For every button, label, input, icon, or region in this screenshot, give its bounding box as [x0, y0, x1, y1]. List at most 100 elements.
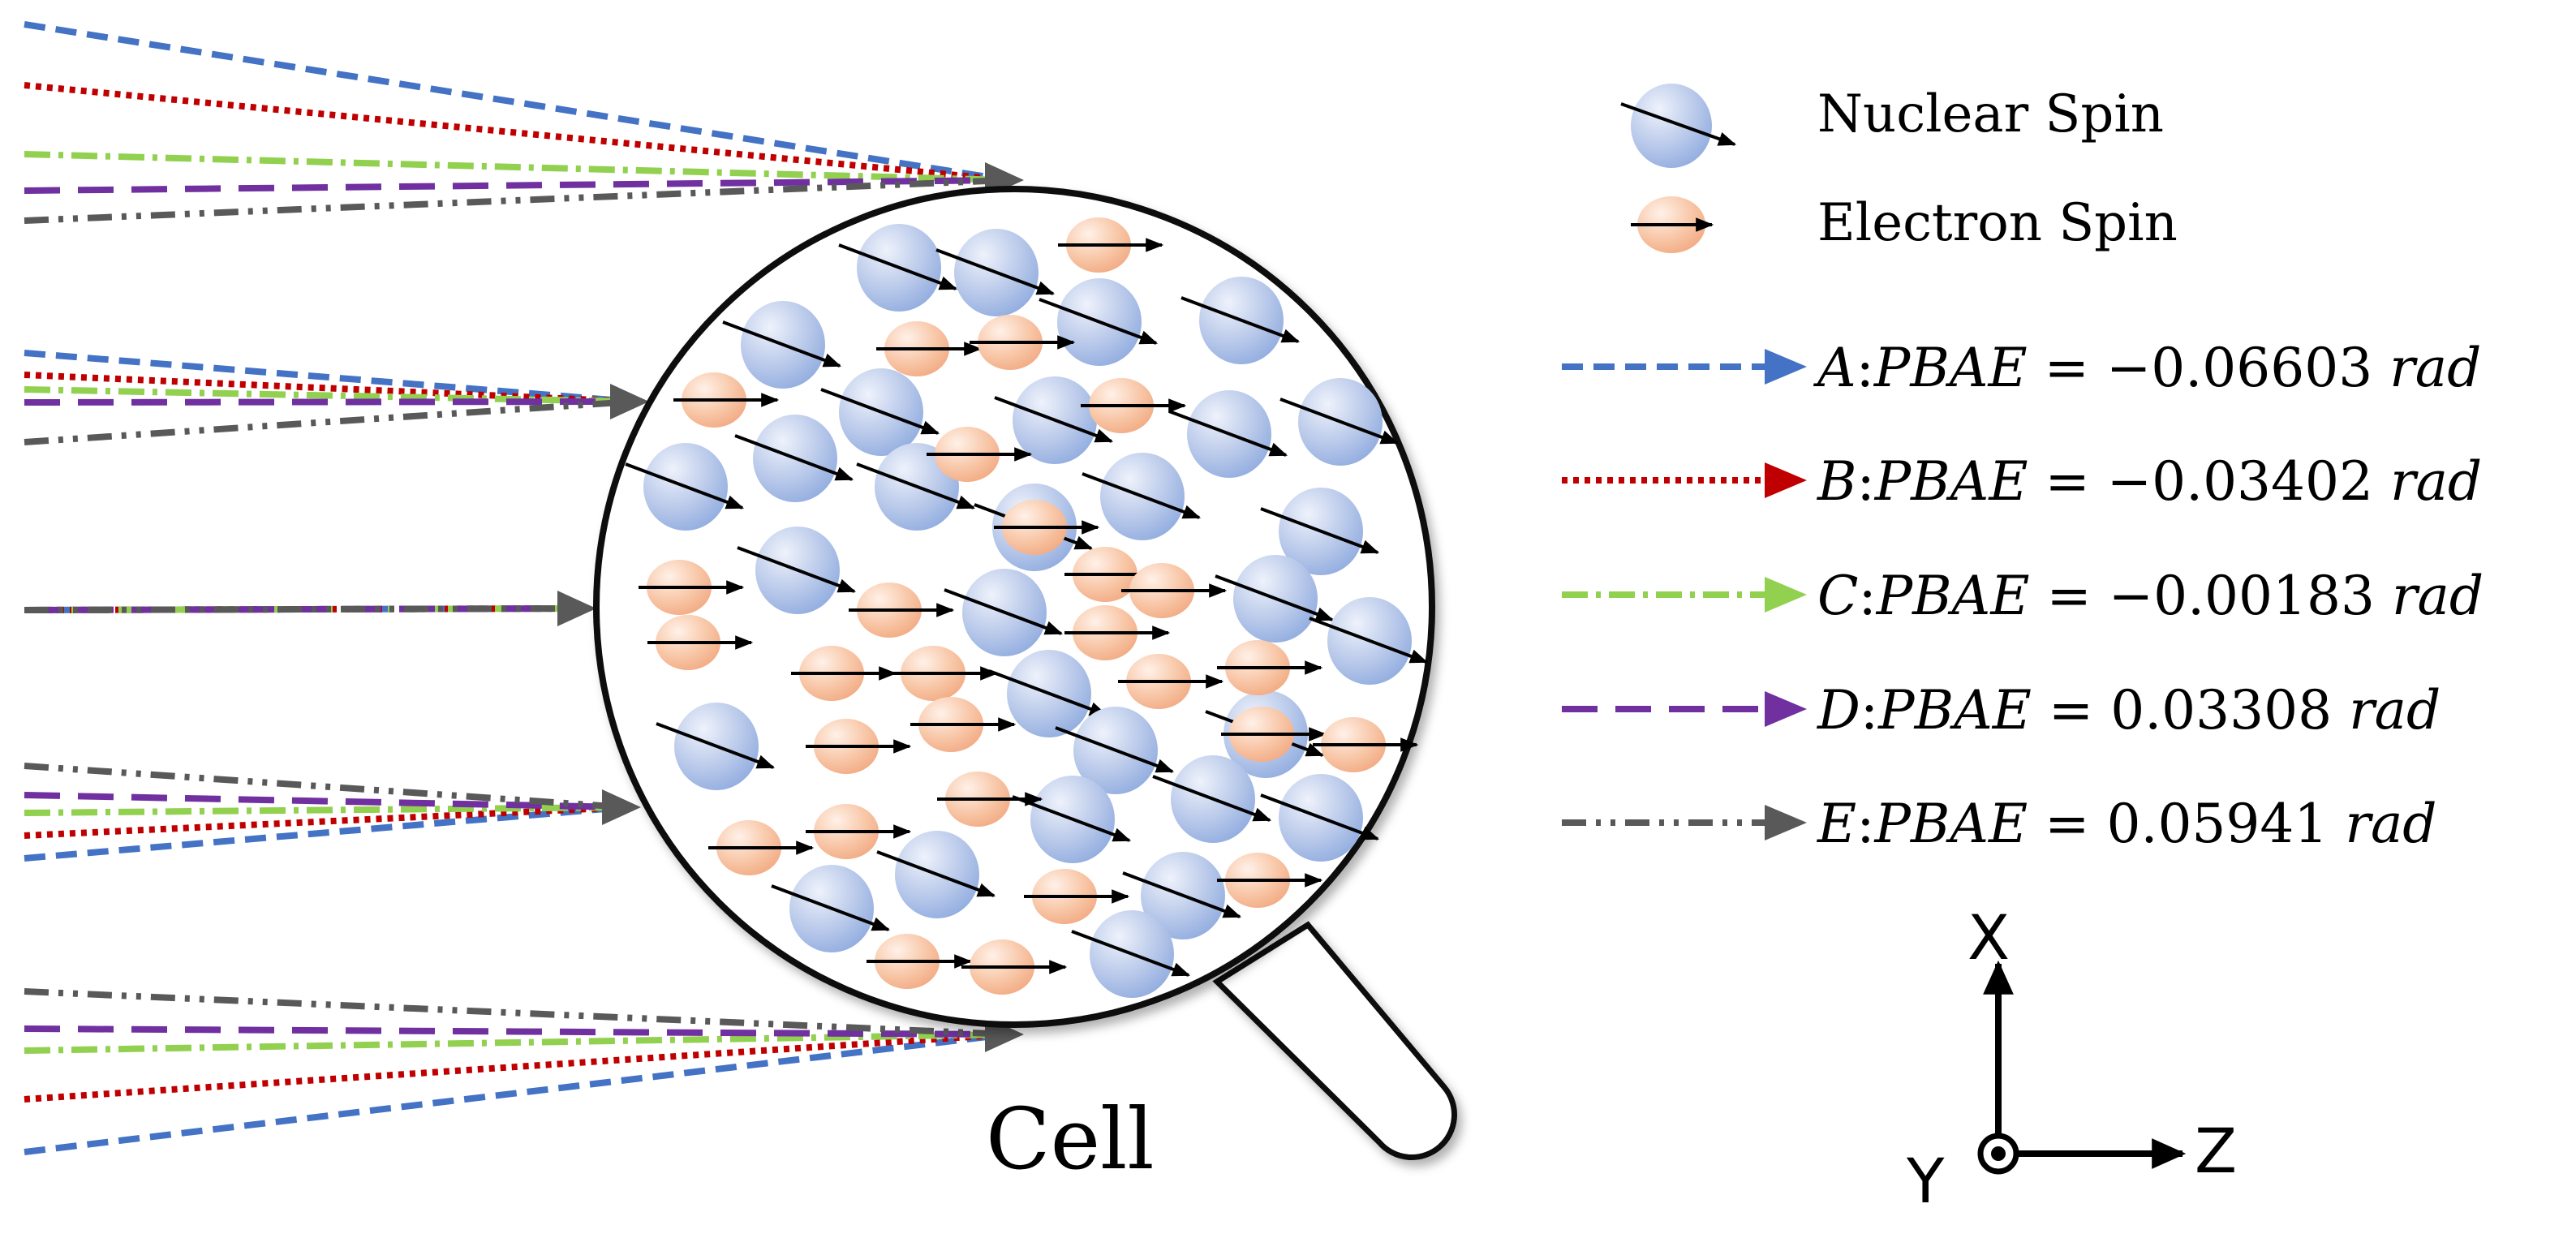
beam-e — [24, 605, 581, 613]
beam-a — [24, 21, 1008, 183]
beam-unit-b: rad — [2390, 450, 2482, 513]
svg-text:C:PBAE = −0.00183 rad: C:PBAE = −0.00183 rad — [1817, 565, 2484, 627]
y-axis-label: Y — [1906, 1145, 1945, 1217]
nuclear-spin — [1152, 755, 1272, 843]
nuclear-spin — [734, 415, 854, 502]
svg-text:D:PBAE = 0.03308 rad: D:PBAE = 0.03308 rad — [1817, 679, 2441, 742]
electron-spin-icon — [1631, 196, 1714, 253]
beam-legend-item-d: D:PBAE = 0.03308 rad — [1562, 679, 2441, 742]
nuclear-spin — [1215, 555, 1335, 643]
beam-arrowhead — [610, 384, 649, 419]
beam-legend-item-b: B:PBAE = −0.03402 rad — [1562, 450, 2482, 513]
coordinate-axes: X Y Z — [1906, 901, 2237, 1217]
electron-spin — [647, 615, 754, 670]
electron-spin — [639, 560, 745, 615]
nuclear-spin — [625, 443, 745, 531]
beam-value-d: 0.03308 — [2110, 679, 2332, 742]
electron-spin — [1217, 853, 1323, 908]
beam-id-e: E — [1817, 793, 1856, 855]
electron-spin — [1058, 217, 1164, 273]
spin-legend: Nuclear Spin Electron Spin — [1620, 84, 2178, 253]
nuclear-spin-icon — [1620, 84, 1737, 168]
nuclear-spin-label: Nuclear Spin — [1817, 84, 2164, 144]
electron-spin — [1024, 869, 1130, 924]
beam-arrowhead — [557, 591, 596, 626]
nuclear-spin — [1039, 278, 1159, 366]
nuclear-spin — [1122, 852, 1242, 939]
nuclear-spin — [656, 703, 776, 790]
beam-c — [24, 151, 1008, 183]
electron-spin — [910, 697, 1017, 752]
electron-spin — [1217, 640, 1323, 695]
beam-legend-item-c: C:PBAE = −0.00183 rad — [1562, 565, 2484, 627]
electron-spin — [806, 804, 912, 859]
legend-arrowhead — [1765, 349, 1807, 385]
electron-spin — [708, 820, 815, 875]
beam-unit-e: rad — [2345, 793, 2436, 855]
beam-value-e: 0.05941 — [2106, 793, 2328, 855]
electron-spin — [937, 772, 1043, 827]
beam-legend-item-a: A:PBAE = −0.06603 rad — [1562, 337, 2481, 399]
electron-spin — [961, 939, 1068, 995]
beam-value-a: −0.06603 — [2106, 337, 2372, 399]
electron-spin-label: Electron Spin — [1817, 193, 2178, 253]
beam-e — [24, 177, 1008, 224]
beam-e — [24, 988, 1008, 1038]
beam-e — [24, 763, 626, 810]
beam-a — [24, 1031, 1008, 1155]
svg-text:B:PBAE = −0.03402 rad: B:PBAE = −0.03402 rad — [1817, 450, 2482, 513]
nuclear-spin — [935, 229, 1056, 316]
beam-d — [24, 1025, 1008, 1038]
electron-spin — [1118, 654, 1224, 709]
electron-spin — [1313, 717, 1419, 772]
beam-id-d: D — [1817, 679, 1860, 742]
beam-d — [24, 792, 626, 810]
beam-bundle-1 — [24, 21, 1024, 224]
nuclear-spin — [994, 376, 1114, 464]
nuclear-spin — [1055, 707, 1175, 794]
electron-spin — [994, 500, 1100, 555]
nuclear-spin — [876, 831, 996, 918]
beam-b — [24, 82, 1008, 183]
beam-bundle-4 — [24, 763, 641, 862]
electron-spin — [927, 427, 1033, 482]
beam-c — [24, 1031, 1008, 1054]
nuclear-spin — [1260, 774, 1380, 862]
nuclear-spin — [988, 650, 1108, 737]
nuclear-spin — [944, 569, 1064, 656]
electron-spin — [970, 315, 1076, 370]
svg-text:E:PBAE = 0.05941 rad: E:PBAE = 0.05941 rad — [1817, 793, 2437, 855]
x-axis-label: X — [1967, 901, 2010, 974]
beam-bundle-3 — [24, 591, 596, 626]
nuclear-spin — [737, 527, 857, 614]
nuclear-spin — [1071, 910, 1191, 998]
electron-spin — [867, 934, 973, 989]
nuclear-spin — [1180, 277, 1301, 364]
nuclear-spin — [838, 224, 958, 312]
beam-a — [24, 804, 626, 862]
electron-spin — [1081, 378, 1187, 433]
beam-bundle-2 — [24, 350, 649, 445]
electron-spin — [791, 646, 897, 701]
beam-unit-c: rad — [2392, 565, 2484, 627]
legend-arrowhead — [1765, 691, 1807, 727]
beam-value-b: −0.03402 — [2107, 450, 2373, 513]
beam-unit-d: rad — [2349, 679, 2441, 742]
legend-arrowhead — [1765, 462, 1807, 498]
nuclear-spin — [1309, 597, 1429, 685]
legend-arrowhead — [1765, 805, 1807, 840]
electron-spin — [892, 646, 999, 701]
electron-spin — [1221, 707, 1327, 762]
beam-a — [24, 350, 634, 405]
beam-id-b: B — [1817, 450, 1857, 513]
beam-legend: A:PBAE = −0.06603 rad B:PBAE = −0.03402 … — [1562, 337, 2484, 855]
electron-spin — [806, 719, 912, 774]
electron-spin — [1064, 605, 1171, 660]
beam-id-a: A — [1813, 337, 1856, 399]
beam-b — [24, 1031, 1008, 1103]
nuclear-spin — [1168, 390, 1288, 478]
beam-c — [24, 804, 626, 816]
beam-b — [24, 804, 626, 839]
electron-spin — [876, 321, 983, 376]
